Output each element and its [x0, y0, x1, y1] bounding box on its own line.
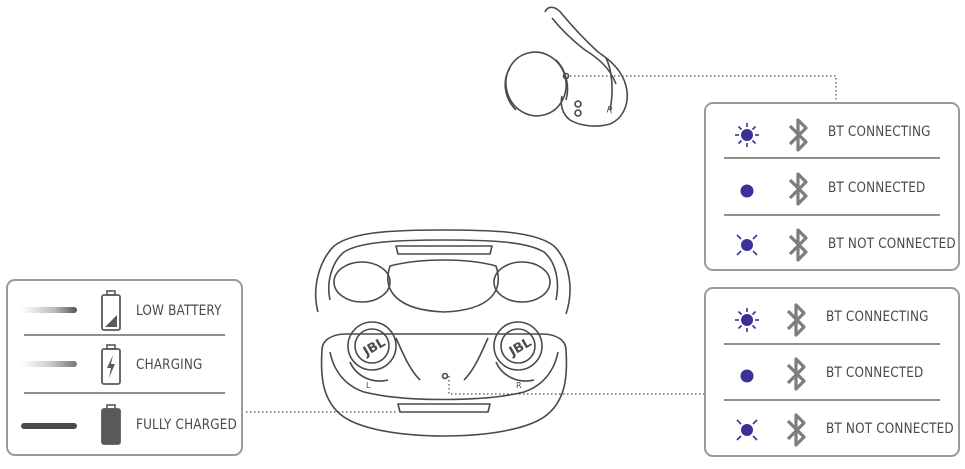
- battery-charging-icon: [101, 344, 121, 385]
- status-label: BT CONNECTED: [826, 365, 924, 381]
- divider: [724, 214, 940, 216]
- case-bud-status-panel: BT CONNECTING BT CONNECTED BT NOT CONNEC…: [704, 287, 960, 457]
- divider: [724, 343, 940, 345]
- earbud-led-icon: [562, 72, 570, 80]
- battery-low-icon: [101, 290, 121, 331]
- status-label: BT NOT CONNECTED: [826, 421, 954, 437]
- battery-label: LOW BATTERY: [136, 303, 222, 319]
- leader-lines: [246, 75, 837, 413]
- charging-case: JBL L JBL R: [314, 229, 571, 437]
- bluetooth-icon: [786, 303, 806, 337]
- status-label: BT CONNECTING: [826, 309, 929, 325]
- bluetooth-icon: [788, 228, 808, 262]
- status-label: BT CONNECTING: [828, 124, 931, 140]
- earbud-side-label: R: [605, 105, 614, 116]
- bluetooth-icon: [786, 413, 806, 447]
- divider: [24, 334, 225, 336]
- right-side-label: R: [516, 381, 522, 390]
- case-bud-leader-line: [448, 376, 704, 395]
- battery-label: CHARGING: [136, 357, 203, 373]
- flashing-led-icon: [735, 123, 759, 147]
- status-label: BT CONNECTED: [828, 180, 926, 196]
- left-side-label: L: [366, 381, 371, 390]
- right-bud-logo: JBL: [506, 335, 534, 360]
- status-row-connecting: BT CONNECTING: [706, 110, 958, 158]
- bluetooth-icon: [786, 357, 806, 391]
- status-row-not-connected: BT NOT CONNECTED: [706, 220, 958, 270]
- slow-flashing-led-icon: [736, 234, 758, 256]
- status-row-connected: BT CONNECTED: [706, 349, 958, 399]
- earbud-status-panel: BT CONNECTING BT CONNECTED BT NOT CONNEC…: [704, 102, 960, 271]
- solid-led-icon: [740, 184, 754, 198]
- battery-row-low: LOW BATTERY: [8, 287, 241, 335]
- status-row-connected: BT CONNECTED: [706, 164, 958, 214]
- case-led-icon: [441, 372, 449, 380]
- single-earbud: R: [504, 6, 628, 127]
- divider: [724, 399, 940, 401]
- status-label: BT NOT CONNECTED: [828, 236, 956, 252]
- led-strip-icon: [21, 361, 77, 367]
- battery-label: FULLY CHARGED: [136, 417, 237, 433]
- divider: [724, 157, 940, 159]
- led-strip-icon: [21, 307, 77, 313]
- battery-row-charging: CHARGING: [8, 339, 241, 391]
- earbud-leader-line: [570, 75, 837, 102]
- battery-status-panel: LOW BATTERY CHARGING FULLY CHARGED: [6, 279, 243, 456]
- led-strip-icon: [21, 423, 77, 429]
- solid-led-icon: [740, 369, 754, 383]
- bluetooth-icon: [788, 172, 808, 206]
- bluetooth-icon: [788, 118, 808, 152]
- flashing-led-icon: [735, 308, 759, 332]
- left-bud-logo: JBL: [360, 335, 388, 360]
- status-row-not-connected: BT NOT CONNECTED: [706, 405, 958, 455]
- slow-flashing-led-icon: [736, 419, 758, 441]
- battery-row-full: FULLY CHARGED: [8, 397, 241, 453]
- status-row-connecting: BT CONNECTING: [706, 295, 958, 343]
- battery-full-icon: [101, 404, 121, 445]
- divider: [24, 392, 225, 394]
